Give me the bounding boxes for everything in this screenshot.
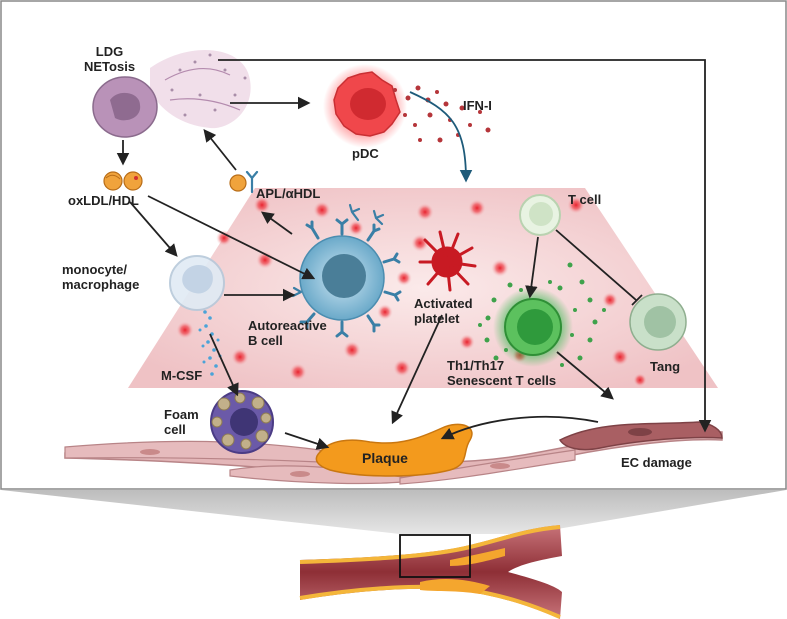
activated-platelet <box>418 230 477 292</box>
tang-cell <box>629 293 687 351</box>
label-ifn: IFN-I <box>463 98 492 113</box>
plaque-shape <box>315 423 473 477</box>
autoreactive-b-cell <box>299 218 402 338</box>
zoom-box <box>399 534 471 578</box>
label-autoreactive-b: Autoreactive B cell <box>248 318 327 348</box>
vessel-inset <box>299 525 562 619</box>
label-mcsf: M-CSF <box>161 368 203 383</box>
label-ec-damage: EC damage <box>621 455 692 470</box>
label-tang: Tang <box>650 359 681 374</box>
ifn-dots <box>393 85 491 143</box>
arrows <box>116 59 712 450</box>
label-th: Th1/Th17 Senescent T cells <box>447 358 557 388</box>
label-t-cell: T cell <box>568 192 602 207</box>
zoom-funnel <box>1 490 786 534</box>
label-apl-hdl: APL/αHDL <box>256 186 321 201</box>
foam-cell <box>210 390 274 454</box>
label-foam-cell: Foam cell <box>164 407 199 437</box>
oxldl-particles <box>103 171 247 192</box>
label-pdc: pDC <box>352 146 379 161</box>
green-dots <box>478 262 606 367</box>
label-plaque: Plaque <box>362 450 408 466</box>
label-oxldl-hdl: oxLDL/HDL <box>68 193 139 208</box>
label-ldg-netosis: LDG NETosis <box>84 44 136 74</box>
ifn-arrow <box>409 91 473 183</box>
monocyte-cell <box>169 255 225 311</box>
th-cell <box>493 287 573 367</box>
label-monocyte: monocyte/ macrophage <box>62 262 140 292</box>
label-activated-platelet: Activated platelet <box>414 296 473 326</box>
pdc-cell <box>323 64 407 148</box>
t-cell <box>519 194 561 236</box>
ldg-netosis-cell <box>92 49 251 138</box>
